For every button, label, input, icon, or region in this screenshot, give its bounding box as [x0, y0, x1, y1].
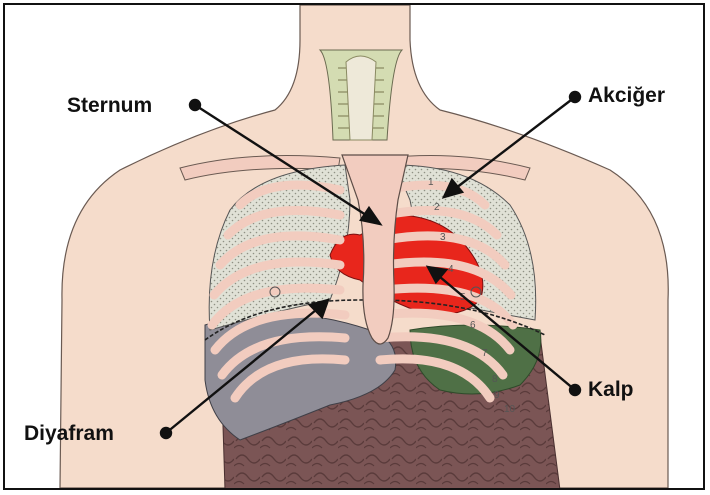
vertebra [346, 56, 376, 140]
rib-number: 6 [470, 320, 476, 331]
rib-number: 1 [428, 177, 434, 188]
rib-number: 2 [434, 202, 440, 213]
rib-number: 9 [494, 390, 500, 401]
sternum-label: Sternum [67, 94, 152, 118]
rib-number: 8 [492, 374, 498, 385]
heart-label: Kalp [588, 378, 634, 402]
lung-label: Akciğer [588, 84, 665, 108]
rib-number: 7 [482, 348, 488, 359]
diaphragm-label: Diyafram [24, 422, 114, 446]
rib-number: 10 [504, 404, 516, 415]
rib-number: 4 [448, 264, 454, 275]
rib-number: 3 [440, 232, 446, 243]
